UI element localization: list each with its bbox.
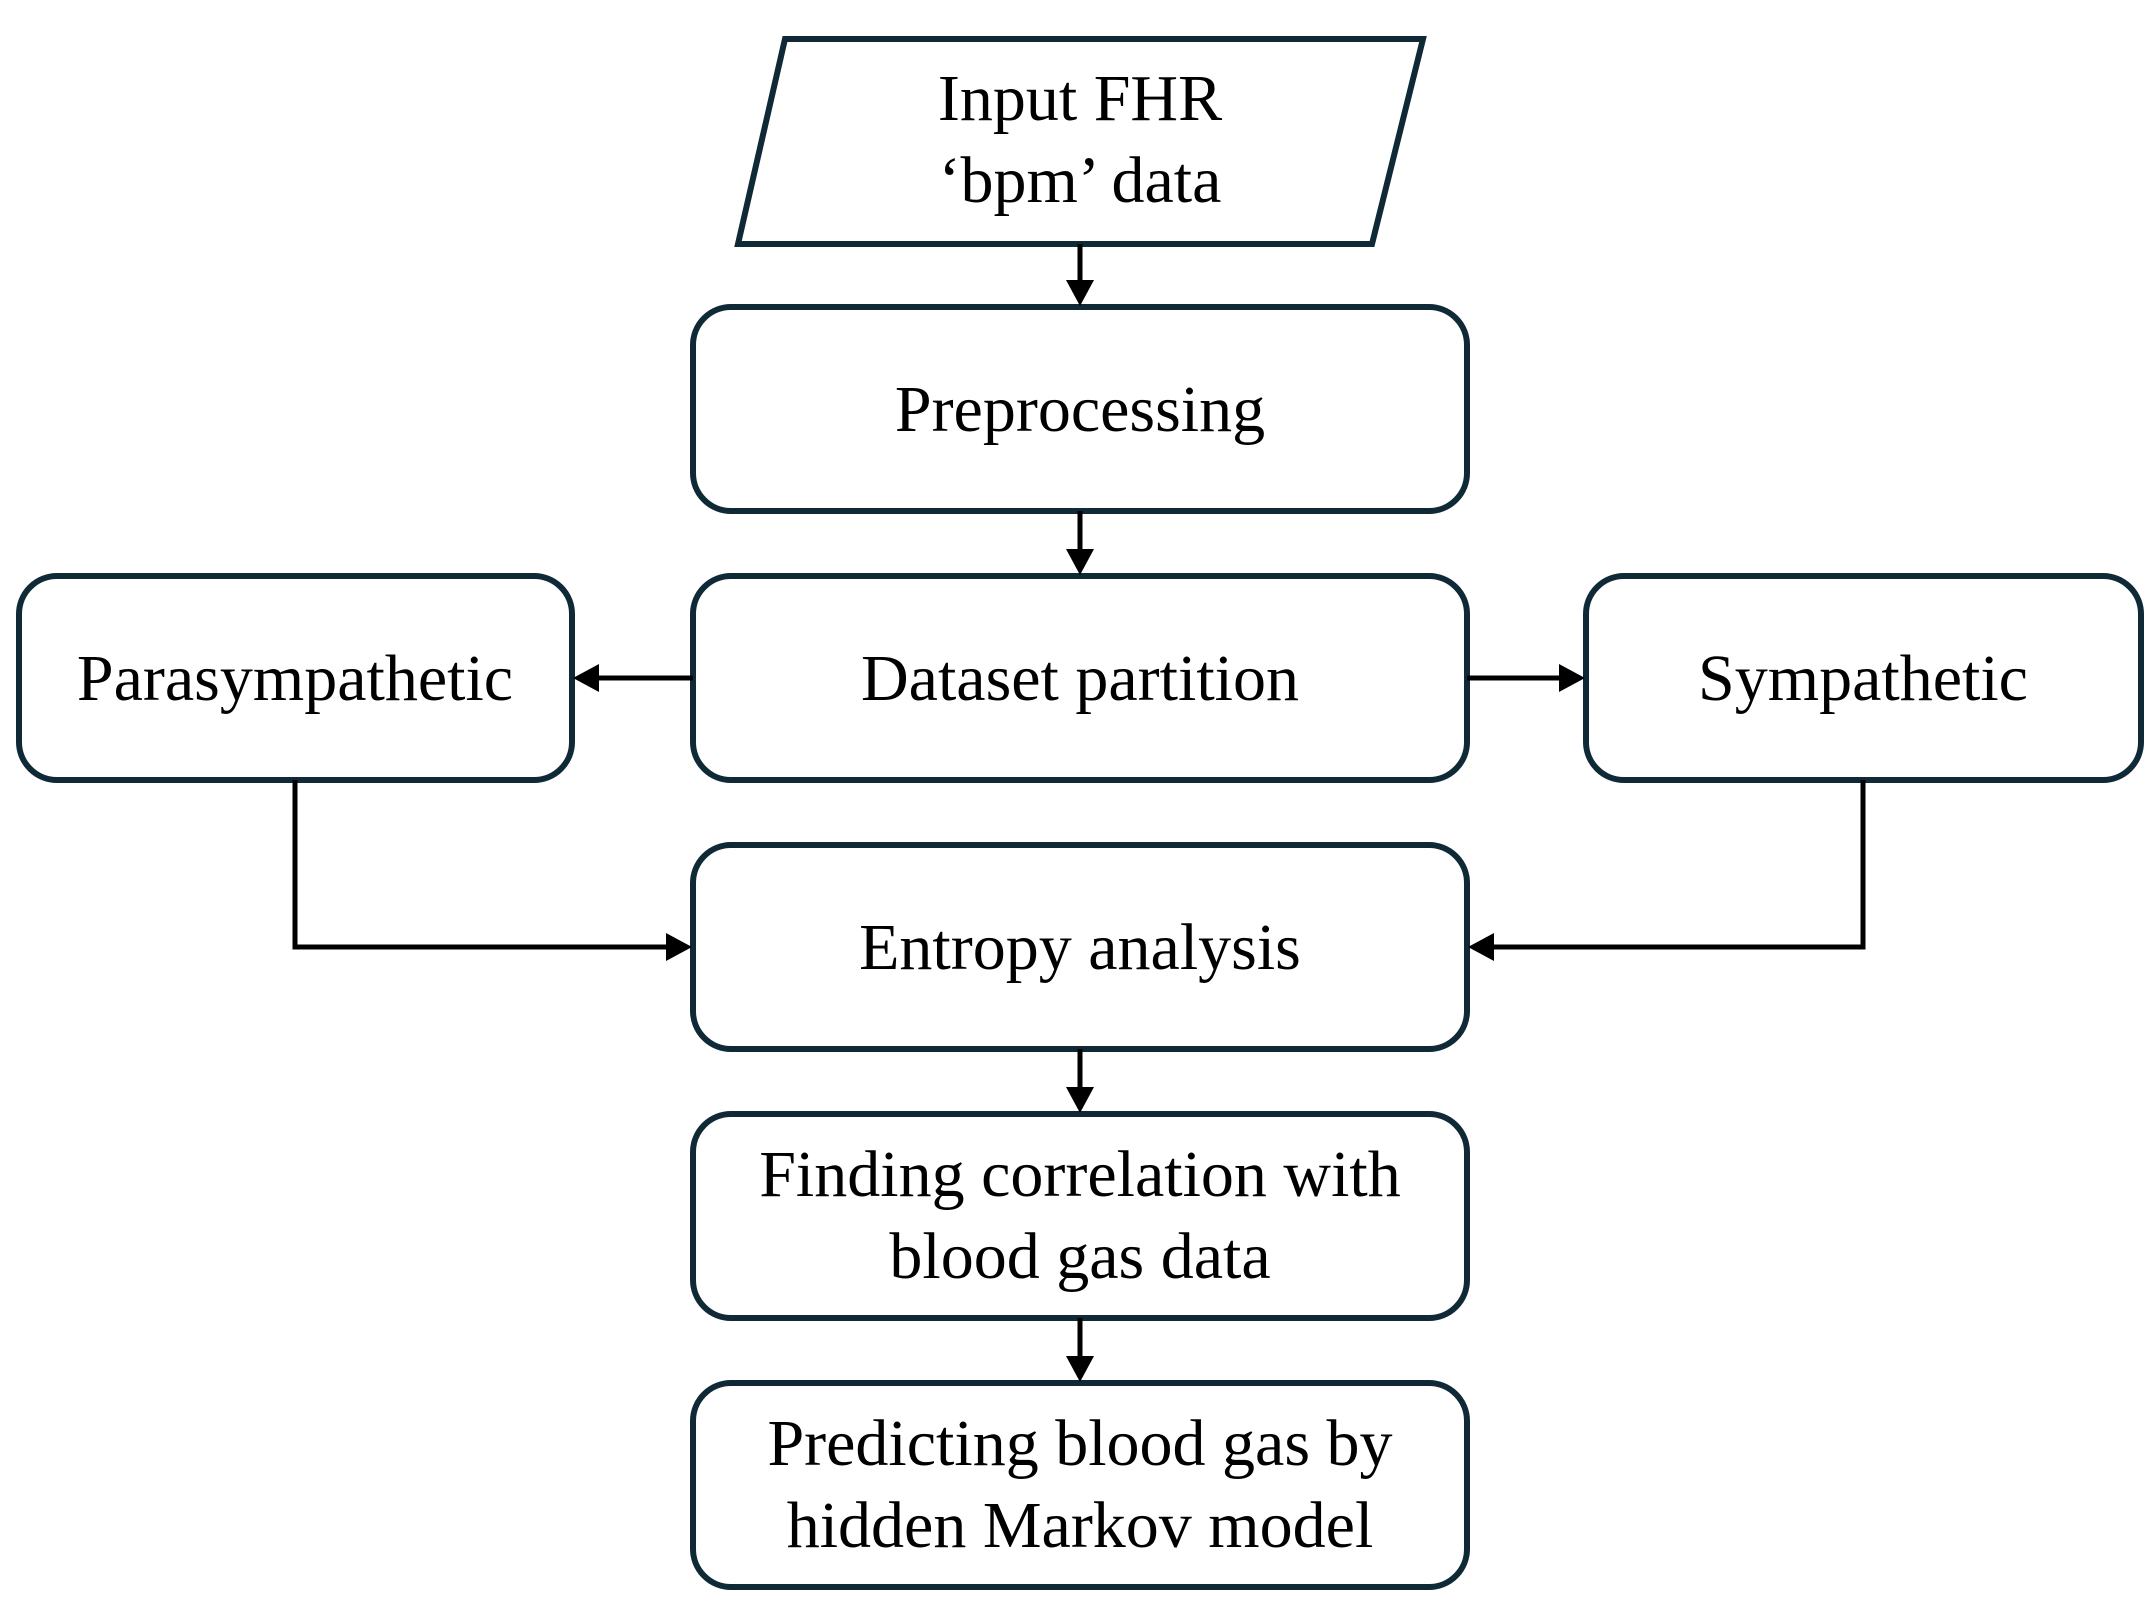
input-parallelogram	[734, 36, 1427, 247]
preprocessing-node: Preprocessing	[690, 304, 1470, 514]
input-label-line2: ‘bpm’ data	[939, 144, 1222, 217]
input-label-line1: Input FHR	[938, 62, 1222, 135]
predicting-label-line1: Predicting blood gas by	[767, 1407, 1392, 1480]
partition-node: Dataset partition	[690, 573, 1470, 783]
sympathetic-label: Sympathetic	[1698, 642, 2028, 715]
parasympathetic-label: Parasympathetic	[77, 642, 513, 715]
partition-label: Dataset partition	[861, 642, 1299, 715]
arrowhead-correlation-to-predicting	[1066, 1356, 1094, 1382]
sympathetic-node: Sympathetic	[1583, 573, 2144, 783]
arrowhead-preprocessing-to-partition	[1066, 549, 1094, 575]
predicting-box	[690, 1380, 1470, 1590]
predicting-label-line2: hidden Markov model	[787, 1489, 1374, 1562]
correlation-label-line1: Finding correlation with	[759, 1138, 1401, 1211]
predicting-node: Predicting blood gas by hidden Markov mo…	[690, 1380, 1470, 1590]
arrow-parasympathetic-to-entropy	[292, 780, 668, 950]
arrow-sympathetic-to-entropy	[1492, 780, 1866, 950]
correlation-node: Finding correlation with blood gas data	[690, 1111, 1470, 1321]
arrowhead-parasympathetic-to-entropy	[666, 933, 692, 961]
parasympathetic-node: Parasympathetic	[16, 573, 575, 783]
connectors	[292, 244, 1866, 1382]
entropy-label: Entropy analysis	[859, 911, 1301, 984]
entropy-node: Entropy analysis	[690, 842, 1470, 1052]
correlation-label-line2: blood gas data	[889, 1220, 1270, 1293]
arrowhead-input-to-preprocessing	[1066, 280, 1094, 306]
arrowhead-entropy-to-correlation	[1066, 1087, 1094, 1113]
preprocessing-label: Preprocessing	[895, 373, 1265, 446]
arrowhead-partition-to-sympathetic	[1559, 664, 1585, 692]
arrowhead-sympathetic-to-entropy	[1468, 933, 1494, 961]
arrowhead-partition-to-parasympathetic	[573, 664, 599, 692]
input-node: Input FHR ‘bpm’ data	[734, 36, 1427, 247]
